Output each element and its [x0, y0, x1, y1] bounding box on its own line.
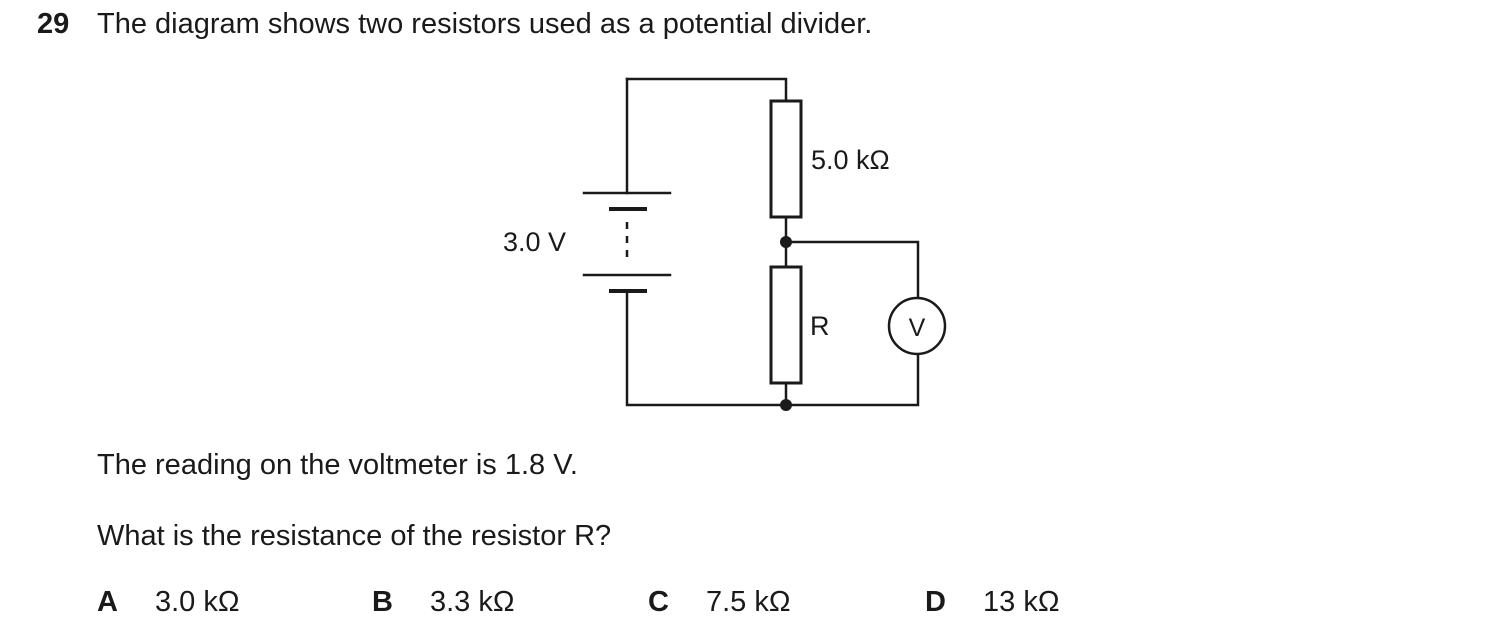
option-value: 13 kΩ — [983, 586, 1060, 618]
option-value: 3.3 kΩ — [430, 586, 515, 618]
resistor-top — [769, 99, 803, 219]
voltmeter — [887, 296, 947, 356]
option-a[interactable]: A 3.0 kΩ — [97, 586, 240, 619]
option-value: 3.0 kΩ — [155, 586, 240, 618]
option-b[interactable]: B 3.3 kΩ — [372, 586, 515, 619]
option-value: 7.5 kΩ — [706, 586, 791, 618]
wire-top — [625, 77, 788, 103]
option-d[interactable]: D 13 kΩ — [925, 586, 1060, 619]
question-number: 29 — [37, 8, 70, 40]
resistor-r-label: R — [810, 311, 830, 341]
wire-voltmeter-upper — [784, 240, 920, 299]
battery-label: 3.0 V — [503, 227, 566, 257]
voltmeter-reading-text: The reading on the voltmeter is 1.8 V. — [97, 449, 578, 481]
option-letter: A — [97, 586, 118, 618]
junction-bottom — [780, 399, 792, 411]
top-resistor-label: 5.0 kΩ — [811, 145, 890, 175]
junction-top — [780, 236, 792, 248]
wire-left-lower — [625, 289, 920, 407]
option-letter: B — [372, 586, 393, 618]
voltmeter-label: V — [909, 314, 926, 342]
resistor-r — [769, 265, 803, 385]
question-prompt: What is the resistance of the resistor R… — [97, 520, 612, 552]
question-stem: The diagram shows two resistors used as … — [97, 8, 873, 40]
option-letter: C — [648, 586, 669, 618]
option-letter: D — [925, 586, 946, 618]
option-c[interactable]: C 7.5 kΩ — [648, 586, 791, 619]
